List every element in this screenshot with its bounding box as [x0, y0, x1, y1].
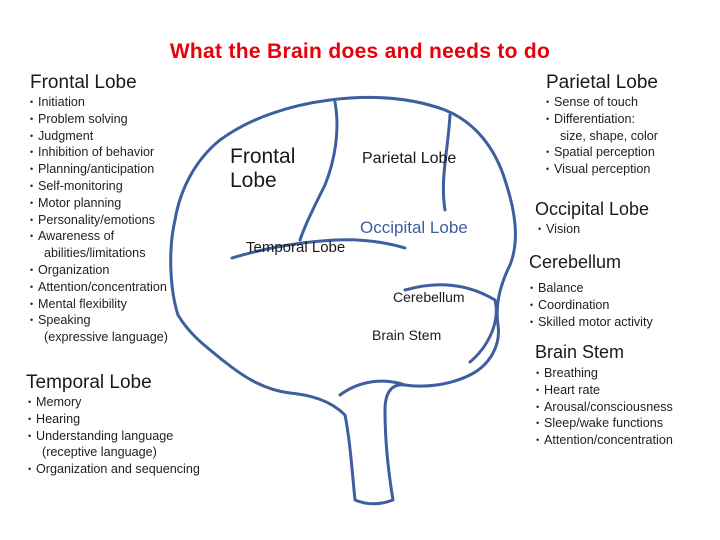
cerebellum-outline [403, 283, 498, 364]
brainstem-list: Breathing Heart rate Arousal/consciousne… [536, 365, 673, 449]
temporal-list: Memory Hearing Understanding language (r… [28, 394, 200, 478]
list-item: Visual perception [546, 161, 658, 178]
list-item: Sleep/wake functions [536, 415, 673, 432]
brain-label-brainstem: Brain Stem [372, 327, 442, 343]
list-item: Initiation [30, 94, 170, 111]
list-item: Heart rate [536, 382, 673, 399]
parieto-occipital-sulcus [441, 113, 452, 212]
brain-outline [169, 96, 517, 506]
lateral-fissure [230, 238, 407, 260]
central-sulcus [298, 100, 339, 242]
list-item: Organization and sequencing [28, 461, 200, 478]
list-item: Problem solving [30, 111, 170, 128]
page-title: What the Brain does and needs to do [169, 40, 551, 63]
list-item: Memory [28, 394, 200, 411]
list-item: Planning/anticipation [30, 161, 170, 178]
brainstem-heading: Brain Stem [535, 342, 625, 362]
list-item: abilities/limitations [44, 246, 146, 261]
list-item: size, shape, color [560, 128, 659, 143]
list-item: Balance [530, 280, 653, 297]
list-item: Organization [30, 262, 170, 279]
list-item: Motor planning [30, 195, 170, 212]
frontal-list: Initiation Problem solving Judgment Inhi… [30, 94, 170, 346]
list-item: Arousal/consciousness [536, 399, 673, 416]
list-item: Mental flexibility [30, 296, 170, 313]
cerebellum-list: Balance Coordination Skilled motor activ… [530, 280, 653, 330]
list-item: (expressive language) [44, 330, 168, 345]
occipital-list: Vision [538, 221, 580, 238]
list-item: Skilled motor activity [530, 314, 653, 331]
list-item: Hearing [28, 411, 200, 428]
list-item: Attention/concentration [536, 432, 673, 449]
list-item: Inhibition of behavior [30, 144, 170, 161]
frontal-heading: Frontal Lobe [30, 72, 137, 93]
occipital-heading: Occipital Lobe [535, 199, 650, 219]
list-item: Awareness of [30, 228, 170, 245]
list-item: Understanding language [28, 428, 200, 445]
list-item: Personality/emotions [30, 212, 170, 229]
list-item: Self-monitoring [30, 178, 170, 195]
list-item: Vision [538, 221, 580, 238]
list-item: Attention/concentration [30, 279, 170, 296]
parietal-heading: Parietal Lobe [546, 72, 658, 93]
list-item: Breathing [536, 365, 673, 382]
temporal-heading: Temporal Lobe [26, 372, 152, 393]
list-item: Differentiation: [546, 111, 658, 128]
brain-label-parietal: Parietal Lobe [362, 150, 457, 167]
list-item: Speaking [30, 312, 170, 329]
cerebellum-heading: Cerebellum [529, 252, 622, 272]
brain-label-cerebellum: Cerebellum [393, 289, 465, 305]
list-item: Coordination [530, 297, 653, 314]
list-item: Judgment [30, 128, 170, 145]
brain-label-temporal: Temporal Lobe [246, 239, 346, 256]
brain-label-frontal: Frontal Lobe [230, 145, 296, 192]
parietal-list: Sense of touch Differentiation: size, sh… [546, 94, 658, 178]
pons-curve [338, 379, 407, 397]
list-item: Sense of touch [546, 94, 658, 111]
list-item: Spatial perception [546, 144, 658, 161]
brain-label-occipital: Occipital Lobe [360, 218, 468, 237]
list-item: (receptive language) [42, 445, 157, 460]
